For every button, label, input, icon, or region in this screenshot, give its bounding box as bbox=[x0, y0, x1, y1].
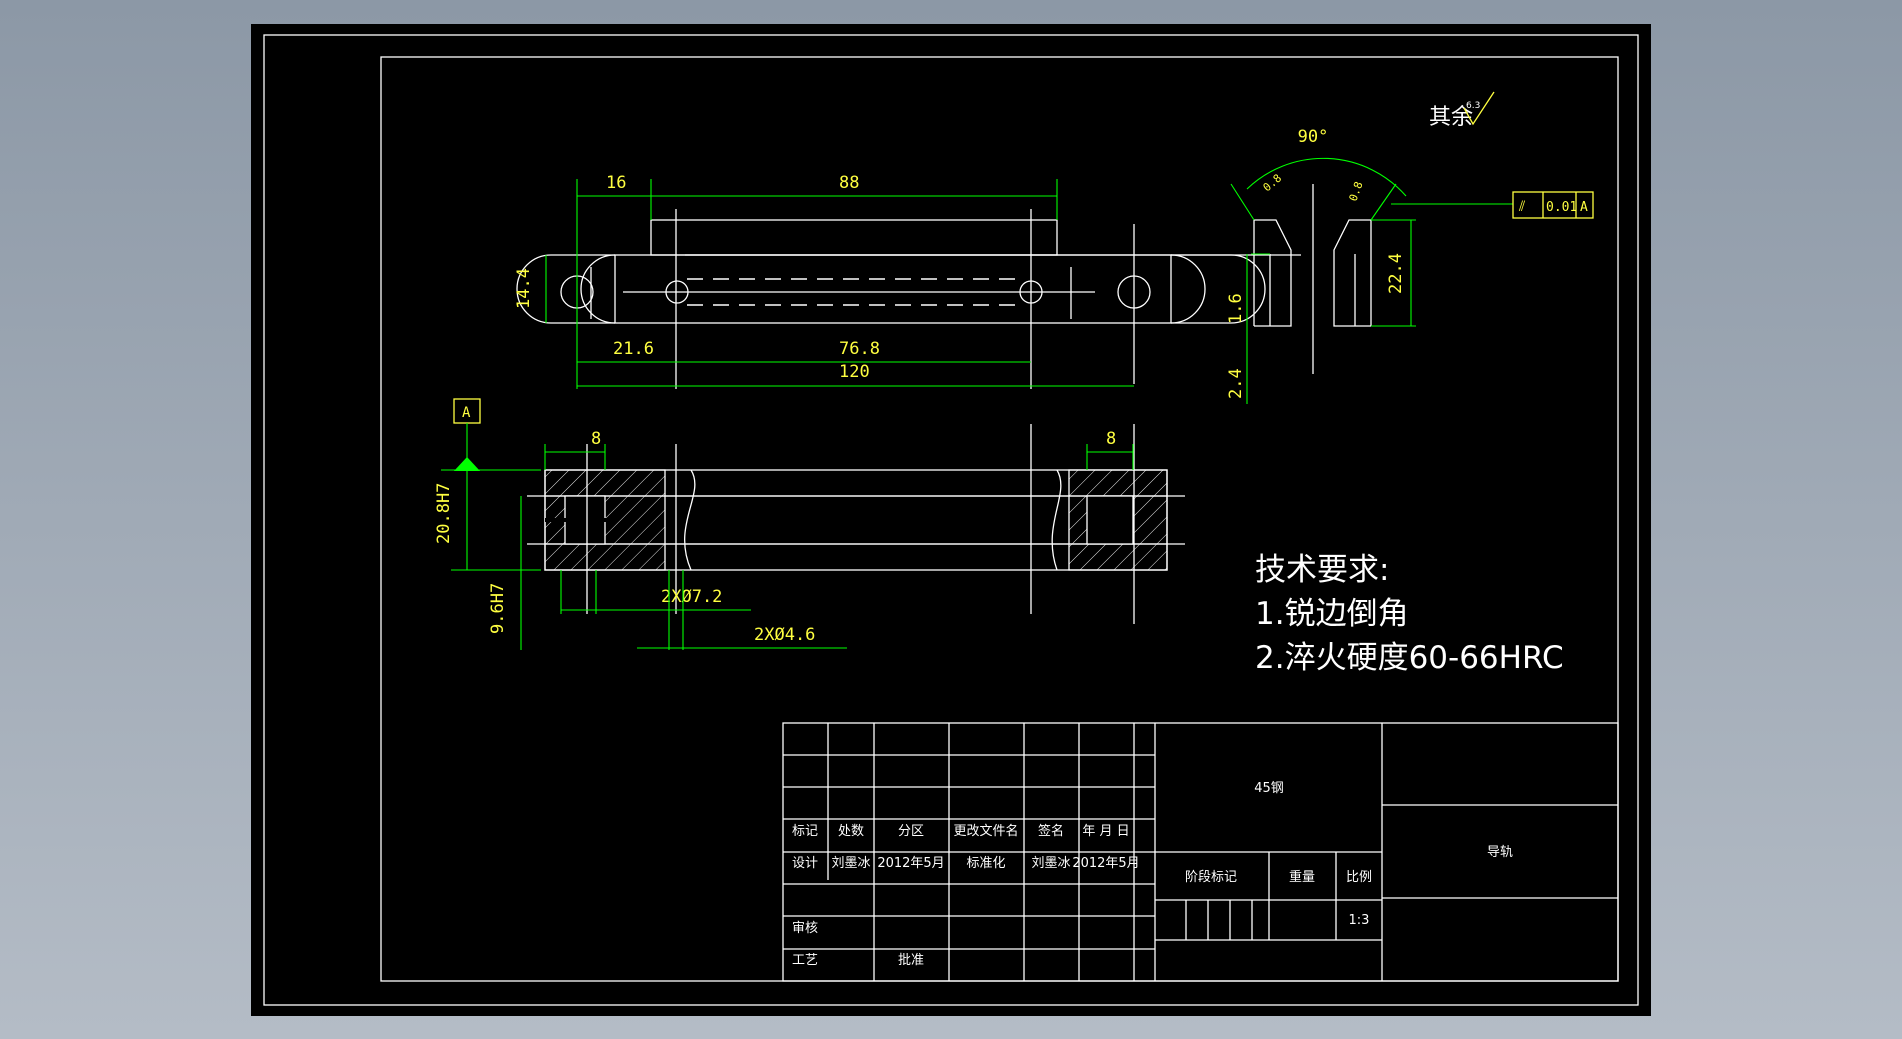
tb-header-change-file: 更改文件名 bbox=[953, 823, 1018, 839]
datum-triangle bbox=[454, 457, 480, 471]
side-view bbox=[1230, 183, 1397, 374]
tb-standardization-date: 2012年5月 bbox=[1072, 856, 1139, 871]
tb-material: 45钢 bbox=[1254, 781, 1284, 796]
dim-20-8h7: 20.8H7 bbox=[434, 483, 454, 544]
tb-header-zone: 分区 bbox=[898, 824, 924, 839]
tb-part-name: 导轨 bbox=[1487, 845, 1513, 860]
dim-angle-90: 90° bbox=[1298, 127, 1329, 147]
tb-stage-mark-label: 阶段标记 bbox=[1185, 870, 1237, 885]
surface-finish-icon bbox=[1463, 91, 1495, 126]
tb-designer: 刘墨冰 bbox=[831, 856, 870, 871]
requirements-heading: 技术要求: bbox=[1255, 552, 1389, 588]
tolerance-datum: A bbox=[1580, 200, 1588, 215]
outer-frame bbox=[263, 34, 1639, 1006]
dim-front-8-right: 8 bbox=[1106, 429, 1116, 449]
dim-14-4: 14.4 bbox=[514, 268, 534, 309]
requirement-item-2: 2.淬火硬度60-66HRC bbox=[1255, 640, 1564, 676]
dim-88: 88 bbox=[839, 173, 859, 193]
dim-120: 120 bbox=[839, 362, 870, 382]
surface-finish-value: 6.3 bbox=[1466, 101, 1480, 111]
drawing-sheet: 16 88 14.4 21.6 76.8 120 bbox=[251, 24, 1651, 1016]
tb-scale-label: 比例 bbox=[1346, 870, 1372, 885]
dim-side-1-6: 1.6 bbox=[1226, 293, 1246, 324]
tb-weight-label: 重量 bbox=[1289, 869, 1315, 885]
surface-finish-note: 其余 6.3 bbox=[1429, 91, 1495, 130]
tb-scale-value: 1:3 bbox=[1349, 913, 1370, 928]
dim-side-2-4: 2.4 bbox=[1226, 368, 1246, 399]
tb-header-count: 处数 bbox=[838, 824, 864, 839]
side-view-dimensions: 90° 0.8 0.8 22.4 1.6 2.4 ⫽ 0.01 A bbox=[1226, 127, 1594, 404]
tb-header-signature: 签名 bbox=[1038, 823, 1064, 839]
tb-process-label: 工艺 bbox=[792, 953, 818, 968]
tb-design-date: 2012年5月 bbox=[877, 856, 944, 871]
tb-approve-label: 批准 bbox=[898, 953, 924, 968]
tolerance-value: 0.01 bbox=[1546, 200, 1577, 215]
dim-side-22-4: 22.4 bbox=[1386, 253, 1406, 294]
top-view-rail-top bbox=[650, 219, 1058, 256]
tb-standardization-signer: 刘墨冰 bbox=[1031, 856, 1070, 871]
drawing-canvas: 16 88 14.4 21.6 76.8 120 bbox=[263, 34, 1639, 1006]
dim-hole-4-6: 2XØ4.6 bbox=[754, 625, 815, 645]
top-view-body bbox=[614, 254, 1172, 324]
dim-9-6h7: 9.6H7 bbox=[488, 583, 508, 634]
surface-finish-label: 其余 bbox=[1429, 105, 1473, 130]
tb-header-date: 年 月 日 bbox=[1082, 824, 1129, 839]
tb-review-label: 审核 bbox=[792, 921, 818, 936]
tb-standardization-label: 标准化 bbox=[966, 856, 1005, 871]
top-view-dimensions: 16 88 14.4 21.6 76.8 120 bbox=[514, 173, 1134, 389]
dim-76-8: 76.8 bbox=[839, 339, 880, 359]
dim-16: 16 bbox=[606, 173, 626, 193]
requirement-item-1: 1.锐边倒角 bbox=[1255, 596, 1409, 632]
tb-header-mark: 标记 bbox=[792, 824, 818, 839]
title-block: 标记 处数 分区 更改文件名 签名 年 月 日 设计 刘墨冰 2012年5月 标… bbox=[782, 722, 1619, 982]
dim-21-6: 21.6 bbox=[613, 339, 654, 359]
technical-requirements: 技术要求: 1.锐边倒角 2.淬火硬度60-66HRC bbox=[1255, 552, 1564, 676]
dim-hole-7-2: 2XØ7.2 bbox=[661, 587, 722, 607]
front-view bbox=[527, 424, 1185, 624]
datum-label: A bbox=[462, 405, 471, 421]
dim-front-8-left: 8 bbox=[591, 429, 601, 449]
tolerance-frame bbox=[1512, 191, 1594, 219]
front-view-dimensions: A 20.8H7 9.6H7 8 8 2XØ7.2 2XØ4.6 bbox=[434, 398, 1134, 650]
tb-design-label: 设计 bbox=[792, 856, 818, 871]
tolerance-symbol: ⫽ bbox=[1518, 199, 1526, 215]
dim-side-0-8-b: 0.8 bbox=[1347, 180, 1366, 203]
